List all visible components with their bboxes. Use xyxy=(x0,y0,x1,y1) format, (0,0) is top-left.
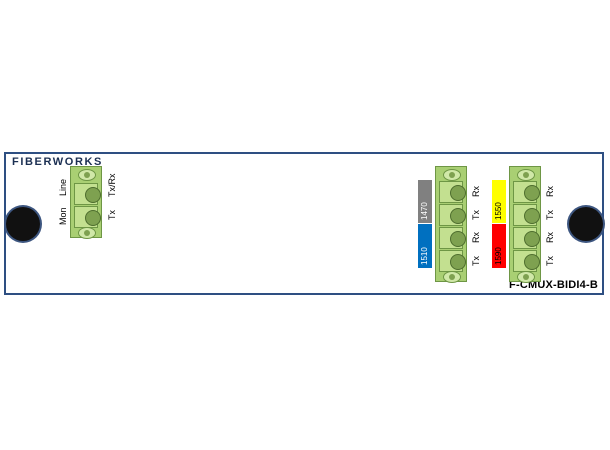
port-1470-tx[interactable] xyxy=(439,204,466,226)
port-1590-tx[interactable] xyxy=(513,250,540,272)
card-faceplate: FIBERWORKS F-CMUX-BIDI4-B xyxy=(4,152,604,295)
wavelength-block-1550: 1550 xyxy=(492,180,506,223)
right-port-label-1: Rx xyxy=(545,186,555,197)
connector-latch-top xyxy=(443,169,461,181)
port-1510-tx[interactable] xyxy=(439,250,466,272)
right-mounting-screw xyxy=(569,207,603,241)
wavelength-block-1470: 1470 xyxy=(418,180,432,223)
brand-logo: FIBERWORKS xyxy=(12,156,103,168)
port-1550-rx[interactable] xyxy=(513,181,540,203)
mon-port[interactable] xyxy=(74,206,101,228)
txrx-label-line: Tx/Rx xyxy=(107,173,117,198)
port-ferrule-icon xyxy=(524,208,540,224)
port-ferrule-icon xyxy=(524,254,540,270)
port-ferrule-icon xyxy=(85,210,101,226)
wavelength-label-1470: 1470 xyxy=(420,202,429,220)
port-ferrule-icon xyxy=(524,231,540,247)
port-ferrule-icon xyxy=(450,208,466,224)
right-port-label-3: Rx xyxy=(545,232,555,243)
line-label: Line xyxy=(58,178,68,196)
connector-latch-bottom xyxy=(78,227,96,239)
port-1510-rx[interactable] xyxy=(439,227,466,249)
left-port-label-3: Rx xyxy=(471,232,481,243)
port-ferrule-icon xyxy=(450,231,466,247)
connector-latch-bottom xyxy=(517,271,535,283)
wavelength-label-1510: 1510 xyxy=(420,247,429,265)
wavelength-block-1510: 1510 xyxy=(418,224,432,268)
line-port[interactable] xyxy=(74,183,101,205)
tx-label-mon: Tx xyxy=(107,210,117,220)
left-port-label-1: Rx xyxy=(471,186,481,197)
left-mounting-screw xyxy=(6,207,40,241)
right-channel-connector xyxy=(509,166,541,283)
mon-label: Mon xyxy=(58,207,68,225)
port-ferrule-icon xyxy=(524,185,540,201)
left-port-label-2: Tx xyxy=(471,210,481,220)
left-channel-connector xyxy=(435,166,467,283)
wavelength-label-1590: 1590 xyxy=(494,247,503,265)
right-port-label-4: Tx xyxy=(545,256,555,266)
connector-latch-top xyxy=(517,169,535,181)
mon-line-connector xyxy=(70,166,102,239)
port-1590-rx[interactable] xyxy=(513,227,540,249)
model-label: F-CMUX-BIDI4-B xyxy=(509,279,598,291)
connector-latch-bottom xyxy=(443,271,461,283)
wavelength-block-1590: 1590 xyxy=(492,224,506,268)
port-1470-rx[interactable] xyxy=(439,181,466,203)
left-port-label-4: Tx xyxy=(471,256,481,266)
connector-latch-top xyxy=(78,169,96,181)
wavelength-label-1550: 1550 xyxy=(494,202,503,220)
port-ferrule-icon xyxy=(85,187,101,203)
port-ferrule-icon xyxy=(450,254,466,270)
port-ferrule-icon xyxy=(450,185,466,201)
right-port-label-2: Tx xyxy=(545,210,555,220)
port-1550-tx[interactable] xyxy=(513,204,540,226)
